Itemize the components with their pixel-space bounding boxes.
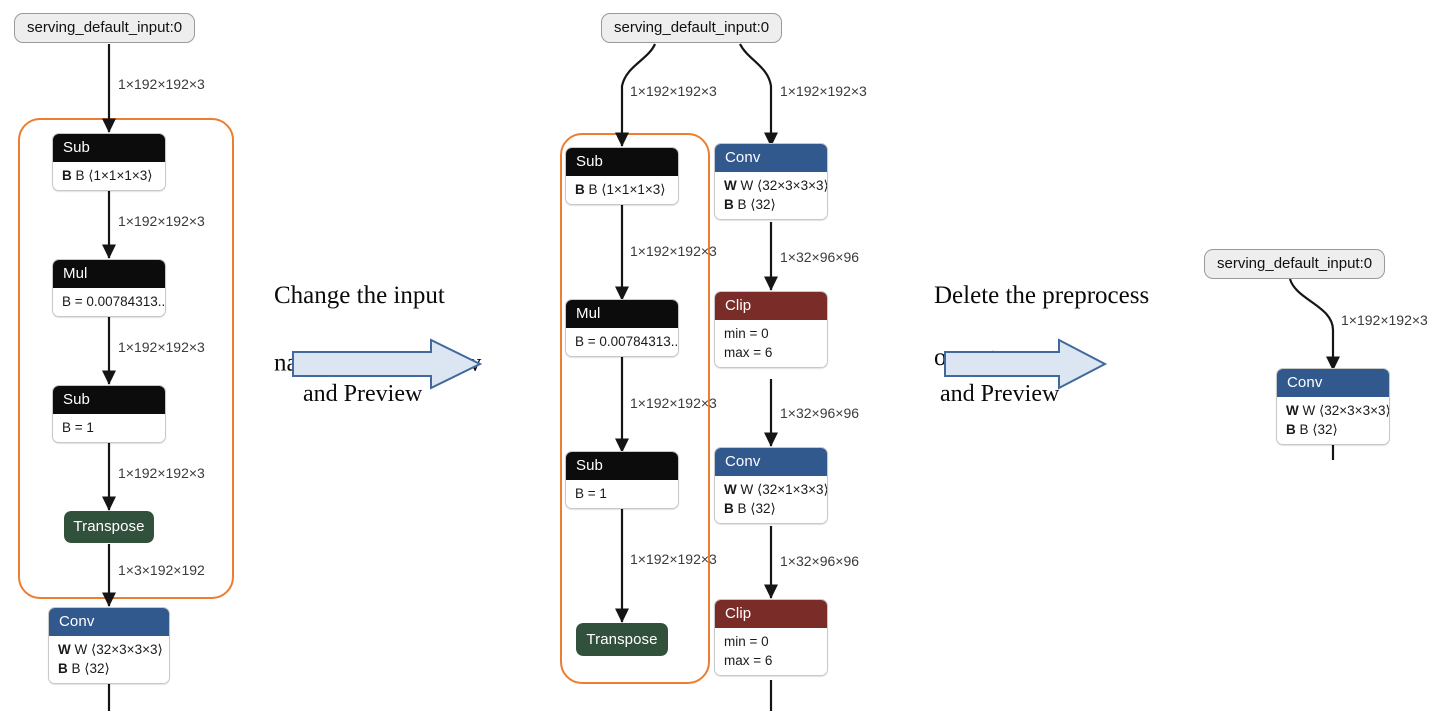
op-node-body: min = 0 max = 6 (715, 320, 827, 367)
attr-row: B = 0.00784313... (62, 294, 166, 309)
op-node-sub-2[interactable]: Sub B = 1 (565, 451, 679, 509)
op-node-header: Conv (715, 144, 827, 172)
op-node-header: Clip (715, 600, 827, 628)
edge-label: 1×192×192×3 (118, 76, 205, 92)
attr-row: B B ⟨1×1×1×3⟩ (575, 182, 666, 197)
right-arrow-icon-1 (292, 338, 483, 390)
op-node-body: B B ⟨1×1×1×3⟩ (53, 162, 165, 190)
annotation-line-1: Change the input (274, 282, 445, 309)
op-node-header: Transpose (64, 511, 154, 543)
attr-row: B B ⟨32⟩ (58, 661, 110, 676)
attr-row: W W ⟨32×1×3×3⟩ (724, 482, 828, 497)
op-node-sub[interactable]: Sub B B ⟨1×1×1×3⟩ (565, 147, 679, 205)
annotation-step-2-sub: and Preview (940, 381, 1060, 407)
op-node-header: Sub (53, 386, 165, 414)
edge-label: 1×192×192×3 (118, 213, 205, 229)
annotation-step-1-sub: and Preview (303, 381, 423, 407)
edge-label: 1×3×192×192 (118, 562, 205, 578)
attr-row: max = 6 (724, 653, 773, 668)
op-node-header: Sub (566, 452, 678, 480)
op-node-clip[interactable]: Clip min = 0 max = 6 (714, 291, 828, 368)
op-node-body: W W ⟨32×1×3×3⟩ B B ⟨32⟩ (715, 476, 827, 523)
attr-row: B B ⟨32⟩ (1286, 422, 1338, 437)
op-node-header: Mul (53, 260, 165, 288)
op-node-transpose[interactable]: Transpose (64, 511, 154, 543)
op-node-header: Sub (566, 148, 678, 176)
input-node-stage2[interactable]: serving_default_input:0 (601, 13, 783, 43)
op-node-body: min = 0 max = 6 (715, 628, 827, 675)
op-node-body: B = 1 (53, 414, 165, 442)
op-node-mul[interactable]: Mul B = 0.00784313... (52, 259, 166, 317)
attr-row: B B ⟨32⟩ (724, 197, 776, 212)
op-node-header: Clip (715, 292, 827, 320)
op-node-body: W W ⟨32×3×3×3⟩ B B ⟨32⟩ (1277, 397, 1389, 444)
edge-label: 1×32×96×96 (780, 249, 860, 265)
op-node-body: B B ⟨1×1×1×3⟩ (566, 176, 678, 204)
op-node-conv-2[interactable]: Conv W W ⟨32×1×3×3⟩ B B ⟨32⟩ (714, 447, 828, 524)
op-node-header: Mul (566, 300, 678, 328)
edge-label: 1×192×192×3 (1341, 312, 1428, 328)
edge-label: 1×192×192×3 (780, 83, 867, 99)
op-node-sub[interactable]: Sub B B ⟨1×1×1×3⟩ (52, 133, 166, 191)
op-node-body: B = 1 (566, 480, 678, 508)
attr-row: min = 0 (724, 634, 769, 649)
edge-label: 1×192×192×3 (630, 83, 717, 99)
edge-label: 1×32×96×96 (780, 553, 860, 569)
edge-label: 1×32×96×96 (780, 405, 860, 421)
edge-label: 1×192×192×3 (118, 465, 205, 481)
attr-row: min = 0 (724, 326, 769, 341)
op-node-body: B = 0.00784313... (566, 328, 678, 356)
op-node-header: Conv (715, 448, 827, 476)
edge-label: 1×192×192×3 (630, 243, 717, 259)
attr-row: W W ⟨32×3×3×3⟩ (58, 642, 163, 657)
preprocess-group-highlight-1 (18, 118, 234, 599)
edge-label: 1×192×192×3 (118, 339, 205, 355)
attr-row: B B ⟨1×1×1×3⟩ (62, 168, 153, 183)
op-node-conv[interactable]: Conv W W ⟨32×3×3×3⟩ B B ⟨32⟩ (1276, 368, 1390, 445)
input-node-stage1[interactable]: serving_default_input:0 (14, 13, 196, 43)
op-node-clip-2[interactable]: Clip min = 0 max = 6 (714, 599, 828, 676)
op-node-conv[interactable]: Conv W W ⟨32×3×3×3⟩ B B ⟨32⟩ (48, 607, 170, 684)
attr-row: B = 1 (62, 420, 94, 435)
op-node-sub-2[interactable]: Sub B = 1 (52, 385, 166, 443)
op-node-header: Conv (49, 608, 169, 636)
attr-row: max = 6 (724, 345, 773, 360)
edge-label: 1×192×192×3 (630, 395, 717, 411)
attr-row: B B ⟨32⟩ (724, 501, 776, 516)
op-node-body: W W ⟨32×3×3×3⟩ B B ⟨32⟩ (715, 172, 827, 219)
attr-row: W W ⟨32×3×3×3⟩ (724, 178, 828, 193)
op-node-body: B = 0.00784313... (53, 288, 165, 316)
right-arrow-icon-2 (944, 338, 1108, 390)
op-node-header: Sub (53, 134, 165, 162)
edge-label: 1×192×192×3 (630, 551, 717, 567)
op-node-mul[interactable]: Mul B = 0.00784313... (565, 299, 679, 357)
annotation-line-1: Delete the preprocess (934, 282, 1150, 309)
attr-row: W W ⟨32×3×3×3⟩ (1286, 403, 1390, 418)
op-node-body: W W ⟨32×3×3×3⟩ B B ⟨32⟩ (49, 636, 169, 683)
op-node-header: Conv (1277, 369, 1389, 397)
op-node-transpose[interactable]: Transpose (576, 623, 668, 656)
input-node-stage3[interactable]: serving_default_input:0 (1204, 249, 1386, 279)
attr-row: B = 0.00784313... (575, 334, 679, 349)
attr-row: B = 1 (575, 486, 607, 501)
op-node-header: Transpose (576, 623, 668, 656)
op-node-conv[interactable]: Conv W W ⟨32×3×3×3⟩ B B ⟨32⟩ (714, 143, 828, 220)
